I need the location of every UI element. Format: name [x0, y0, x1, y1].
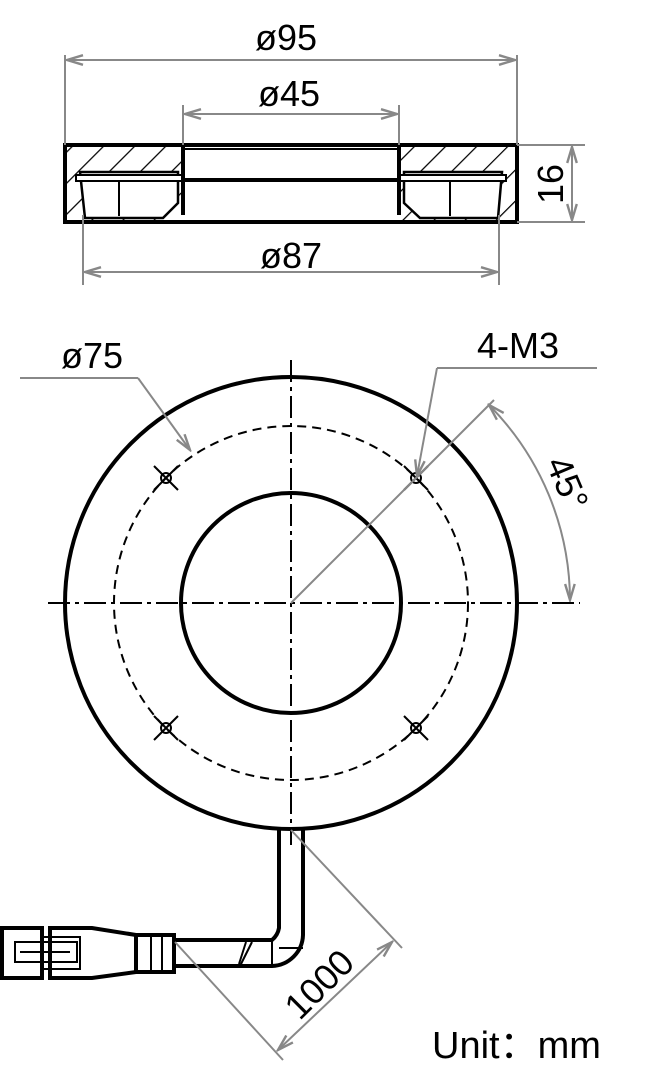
outer-diameter-label: ø95 [255, 17, 317, 58]
side-section-view: ø95 ø45 ø87 16 [63, 17, 585, 285]
angle-label: 45° [538, 450, 597, 516]
inner-diameter-label: ø45 [258, 73, 320, 114]
mount-hole-icon [153, 715, 179, 741]
unit-label: Unit：mm [432, 1025, 601, 1067]
mount-hole-icon [403, 715, 429, 741]
cable-connector: 1000 [0, 829, 403, 1061]
mount-hole-icon [153, 465, 179, 491]
mount-circle-label: ø75 [61, 335, 123, 376]
cable-length-label: 1000 [276, 941, 362, 1027]
base-diameter-label: ø87 [260, 235, 322, 276]
top-view: 45° 4-M3 ø75 [20, 325, 597, 845]
height-label: 16 [530, 164, 571, 204]
mount-holes-label: 4-M3 [477, 325, 559, 366]
